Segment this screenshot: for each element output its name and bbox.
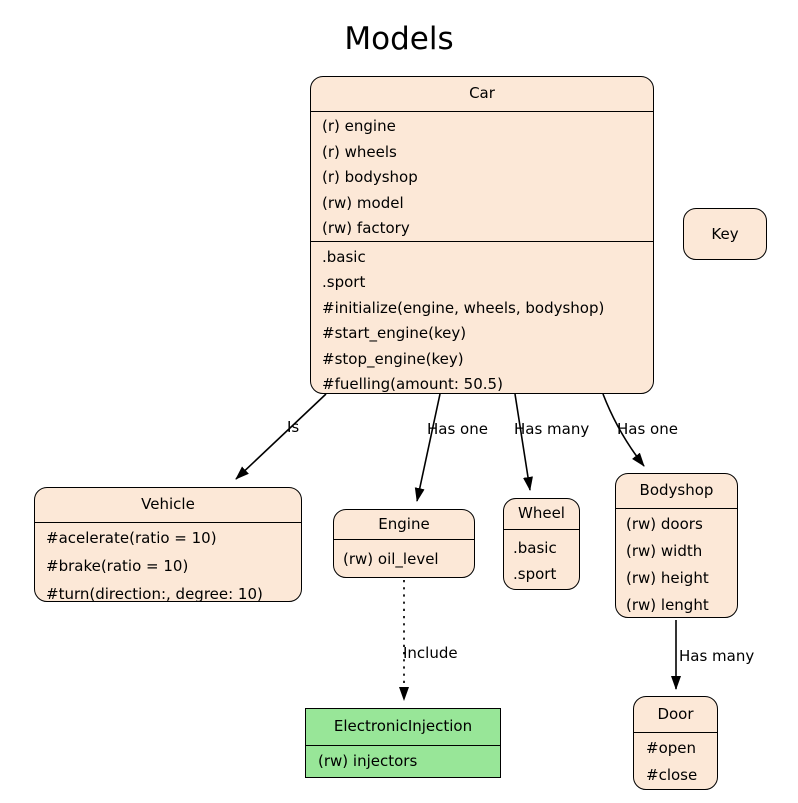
- methods-section: .basic .sport: [504, 530, 579, 587]
- node-title-car: Car: [311, 77, 653, 112]
- attribute-row: (rw) width: [626, 542, 703, 560]
- node-title-door: Door: [634, 697, 717, 733]
- method-row: #stop_engine(key): [322, 349, 464, 368]
- method-row: .sport: [513, 565, 557, 583]
- edge-label-is: Is: [287, 418, 300, 436]
- node-title-vehicle: Vehicle: [35, 488, 301, 523]
- methods-section: #open #close: [634, 733, 717, 789]
- edge-label-has-many-door: Has many: [679, 647, 755, 665]
- attribute-row: (r) wheels: [322, 142, 397, 161]
- methods-section: #acelerate(ratio = 10) #brake(ratio = 10…: [35, 523, 301, 602]
- node-title-bodyshop: Bodyshop: [616, 474, 737, 509]
- method-row: #initialize(engine, wheels, bodyshop): [322, 298, 605, 317]
- attribute-row: (rw) model: [322, 193, 404, 212]
- class-node-key: Key: [683, 208, 767, 260]
- method-row: #turn(direction:, degree: 10): [46, 585, 263, 602]
- attribute-row: (r) engine: [322, 117, 396, 135]
- attribute-row: (rw) height: [626, 569, 709, 587]
- method-row: #fuelling(amount: 50.5): [322, 375, 503, 394]
- attributes-section: (rw) oil_level: [334, 540, 474, 576]
- attribute-row: (rw) lenght: [626, 596, 709, 614]
- attributes-section: (r) engine (r) wheels (r) bodyshop (rw) …: [311, 112, 653, 242]
- node-title-key: Key: [711, 225, 739, 243]
- node-title-wheel: Wheel: [504, 499, 579, 530]
- class-node-door: Door #open #close: [633, 696, 718, 790]
- node-title-electronic-injection: ElectronicInjection: [306, 709, 500, 746]
- method-row: #acelerate(ratio = 10): [46, 529, 217, 547]
- attribute-row: (rw) doors: [626, 515, 703, 533]
- method-row: .basic: [513, 539, 557, 557]
- class-node-electronic-injection: ElectronicInjection (rw) injectors: [305, 708, 501, 778]
- edge-label-include: Include: [403, 644, 458, 662]
- edge-car-vehicle: [235, 393, 327, 480]
- attribute-row: (r) bodyshop: [322, 168, 418, 187]
- attributes-section: (rw) doors (rw) width (rw) height (rw) l…: [616, 509, 737, 617]
- method-row: .sport: [322, 273, 366, 292]
- edge-label-has-one-bodyshop: Has one: [617, 420, 678, 438]
- edge-car-engine: [414, 393, 441, 502]
- method-row: #start_engine(key): [322, 324, 467, 343]
- edge-label-has-one-engine: Has one: [427, 420, 488, 438]
- method-row: #close: [646, 766, 698, 784]
- class-node-bodyshop: Bodyshop (rw) doors (rw) width (rw) heig…: [615, 473, 738, 618]
- class-node-wheel: Wheel .basic .sport: [503, 498, 580, 590]
- diagram-title: Models: [344, 21, 454, 57]
- methods-section: .basic .sport #initialize(engine, wheels…: [311, 242, 653, 394]
- node-title-engine: Engine: [334, 510, 474, 540]
- attributes-section: (rw) injectors: [306, 746, 500, 777]
- class-node-vehicle: Vehicle #acelerate(ratio = 10) #brake(ra…: [34, 487, 302, 602]
- class-node-engine: Engine (rw) oil_level: [333, 509, 475, 578]
- method-row: #open: [646, 739, 697, 757]
- attribute-row: (rw) injectors: [318, 752, 418, 770]
- attribute-row: (rw) oil_level: [343, 550, 439, 568]
- method-row: .basic: [322, 248, 366, 266]
- attribute-row: (rw) factory: [322, 219, 410, 238]
- edge-car-wheel: [514, 393, 533, 491]
- edge-label-has-many-wheel: Has many: [514, 420, 590, 438]
- class-node-car: Car (r) engine (r) wheels (r) bodyshop (…: [310, 76, 654, 394]
- method-row: #brake(ratio = 10): [46, 557, 189, 575]
